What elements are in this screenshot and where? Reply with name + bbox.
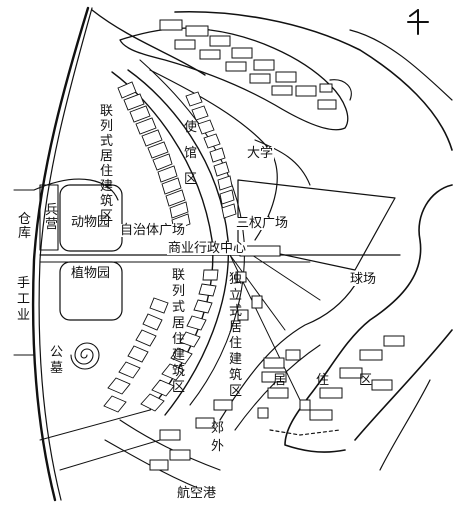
- airport-road: [119, 419, 221, 471]
- university-road: [254, 139, 311, 186]
- label-barracks: 兵营: [45, 203, 59, 232]
- label-zoo: 动物园: [71, 215, 111, 230]
- crescent-road: [139, 59, 245, 406]
- south-cross: [39, 409, 161, 471]
- label-stadium: 球场: [349, 272, 378, 287]
- label-cemetery: 公墓: [50, 345, 64, 376]
- lake-shore: [174, 10, 453, 453]
- zoo-block: [59, 184, 123, 252]
- label-airport: 航空港: [176, 486, 218, 501]
- label-commercial-center: 商业行政中心: [167, 241, 248, 256]
- crescent-inner: [127, 69, 230, 416]
- label-lower-row-housing: 联列式居住建筑区: [172, 268, 186, 395]
- botanic-block: [59, 261, 123, 321]
- peninsula-bump: [329, 79, 352, 101]
- label-residential-area: 居住区: [273, 373, 403, 388]
- label-upper-row-housing: 联列式居住建筑区: [100, 104, 114, 224]
- cemetery-spiral: [70, 342, 100, 370]
- industry-block: [13, 189, 35, 356]
- label-autonomy-square: 自治体广场: [119, 223, 187, 238]
- highway-upper-right: [91, 9, 206, 76]
- barracks-block: [39, 184, 59, 251]
- label-warehouse: 仓库: [18, 212, 32, 241]
- southeast-edge: [269, 429, 341, 436]
- north-arrow-icon: [407, 9, 429, 35]
- north-peninsula: [119, 27, 349, 131]
- label-detached-housing: 独立式居住建筑区: [229, 272, 243, 399]
- label-embassy-district: 使馆区: [184, 120, 198, 187]
- lake-shore-far: [349, 29, 453, 471]
- highway-left-inner: [38, 7, 93, 501]
- lower-residential-edge: [219, 284, 356, 421]
- label-sanquan-square: 三权广场: [235, 216, 290, 231]
- highway-left: [31, 6, 90, 502]
- label-university: 大学: [246, 146, 275, 161]
- label-handicraft: 手工业: [17, 276, 31, 323]
- label-botanical-garden: 植物园: [71, 266, 111, 281]
- label-suburb: 郊外: [211, 421, 225, 454]
